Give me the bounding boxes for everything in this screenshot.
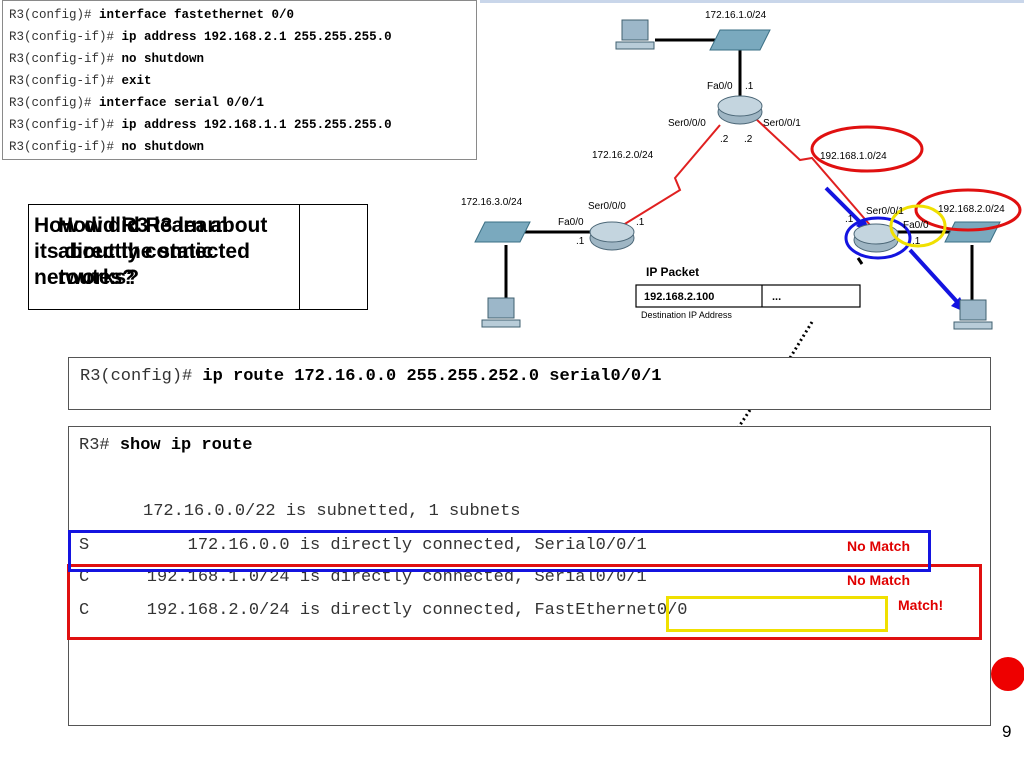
packet-dest-ip: 192.168.2.100 [644, 291, 714, 303]
route-prompt: R3(config)# [80, 367, 203, 386]
config-prompt: R3(config-if)# [9, 140, 122, 154]
net-192-168-2-highlight [914, 188, 1022, 232]
config-command: no shutdown [121, 52, 205, 66]
config-command: no shutdown [121, 140, 205, 154]
callout-dots-3 [856, 257, 864, 265]
route-row-text: 172.16.0.0 is directly connected, Serial… [106, 536, 647, 555]
route-row-code: S [79, 536, 90, 555]
switch-right [944, 221, 1001, 243]
r3-fa-interface-highlight [889, 204, 947, 248]
red-dot-marker [991, 657, 1024, 691]
packet-arrow-out [908, 248, 962, 307]
config-line: R3(config-if)# ip address 192.168.2.1 25… [9, 26, 476, 48]
label-r2-s1-host: .2 [744, 134, 753, 145]
r3-router-highlight [844, 216, 912, 260]
config-line: R3(config-if)# no shutdown [9, 48, 476, 70]
label-r1-s0: Ser0/0/0 [588, 201, 626, 212]
route-row-result: Match! [898, 597, 944, 613]
config-line: R3(config-if)# exit [9, 70, 476, 92]
packet-title: IP Packet [646, 265, 699, 279]
ip-route-command: R3(config)# ip route 172.16.0.0 255.255.… [68, 357, 991, 410]
exit-interface-highlight [666, 596, 888, 632]
static-route-highlight [68, 530, 931, 572]
route-row-text: 192.168.1.0/24 is directly connected, Se… [106, 568, 647, 587]
router-r1-icon [589, 221, 635, 251]
config-line: R3(config)# interface fastethernet 0/0 [9, 4, 476, 26]
show-command-line: R3# show ip route [79, 436, 252, 456]
label-r3-fa-host: .1 [912, 236, 921, 247]
connected-routes-highlight [67, 564, 982, 640]
config-prompt: R3(config-if)# [9, 52, 122, 66]
label-net-192-168-1: 192.168.1.0/24 [820, 151, 887, 162]
question-text-connected: How did R3 learn about its directly conn… [34, 214, 268, 289]
question-text-static: How did R3 learn about the static routes… [58, 214, 229, 289]
config-command: interface fastethernet 0/0 [99, 8, 295, 22]
route-row-text: 192.168.2.0/24 is directly connected, Fa… [106, 601, 688, 620]
router-r3-icon [853, 223, 899, 253]
label-r3-s1: Ser0/0/1 [866, 206, 904, 217]
serial-link-r2-r3 [754, 117, 871, 226]
show-prompt: R3# [79, 436, 120, 455]
label-r3-s1-host: .1 [845, 214, 854, 225]
config-prompt: R3(config)# [9, 96, 100, 110]
pc-right-icon [953, 299, 993, 330]
packet-header-box [635, 284, 861, 308]
subnet-summary-line: 172.16.0.0/22 is subnetted, 1 subnets [92, 502, 521, 521]
label-net-192-168-2: 192.168.2.0/24 [938, 204, 1005, 215]
pc-left-icon [481, 297, 521, 328]
show-cmd: show ip route [119, 436, 253, 455]
config-command: ip address 192.168.2.1 255.255.255.0 [121, 30, 392, 44]
config-command: ip address 192.168.1.1 255.255.255.0 [121, 118, 392, 132]
switch-top [709, 29, 771, 51]
config-prompt: R3(config-if)# [9, 30, 122, 44]
switch-left [474, 221, 531, 243]
label-r2-fa: Fa0/0 [707, 81, 733, 92]
label-r2-fa-host: .1 [745, 81, 754, 92]
config-line: R3(config)# interface serial 0/0/1 [9, 92, 476, 114]
route-row-code: C [79, 601, 90, 620]
label-r1-fa: Fa0/0 [558, 217, 584, 228]
config-prompt: R3(config-if)# [9, 74, 122, 88]
config-line: R3(config-if)# no shutdown [9, 136, 476, 158]
callout-dots-1 [788, 321, 814, 359]
label-net-172-16-3: 172.16.3.0/24 [461, 197, 523, 208]
config-line: R3(config-if)# ip address 192.168.1.1 25… [9, 114, 476, 136]
config-prompt: R3(config)# [9, 8, 100, 22]
serial-link-r1-r2 [614, 124, 721, 231]
label-r1-fa-host: .1 [576, 236, 585, 247]
route-row-result: No Match [847, 572, 910, 588]
packet-rest: ... [772, 291, 781, 303]
question-box [28, 204, 368, 310]
packet-arrow-in [824, 186, 866, 228]
config-prompt: R3(config-if)# [9, 118, 122, 132]
network-topology: 172.16.1.0/24 172.16.2.0/24 172.16.3.0/2… [461, 0, 1024, 429]
show-ip-route-output [68, 426, 991, 726]
route-row-code: C [79, 568, 90, 587]
callout-dots-2 [736, 409, 752, 429]
pc-top-icon [615, 19, 655, 50]
label-r3-fa: Fa0/0 [903, 220, 929, 231]
route-cmd: ip route 172.16.0.0 255.255.252.0 serial… [202, 367, 662, 386]
header-strip [480, 0, 1024, 3]
packet-dest-caption: Destination IP Address [641, 310, 732, 320]
label-net-172-16-2: 172.16.2.0/24 [592, 150, 654, 161]
label-r2-s0: Ser0/0/0 [668, 118, 706, 129]
router-r2-icon [717, 95, 763, 125]
label-net-172-16-1: 172.16.1.0/24 [705, 10, 767, 21]
config-command: interface serial 0/0/1 [99, 96, 265, 110]
page-number: 9 [1002, 722, 1012, 741]
config-command: exit [121, 74, 152, 88]
label-r1-s0-host: .1 [636, 217, 645, 228]
label-r2-s1: Ser0/0/1 [763, 118, 801, 129]
route-row-result: No Match [847, 538, 910, 554]
label-r2-s0-host: .2 [720, 134, 729, 145]
question-box-divider [50, 204, 300, 310]
net-192-168-1-highlight [810, 125, 924, 173]
